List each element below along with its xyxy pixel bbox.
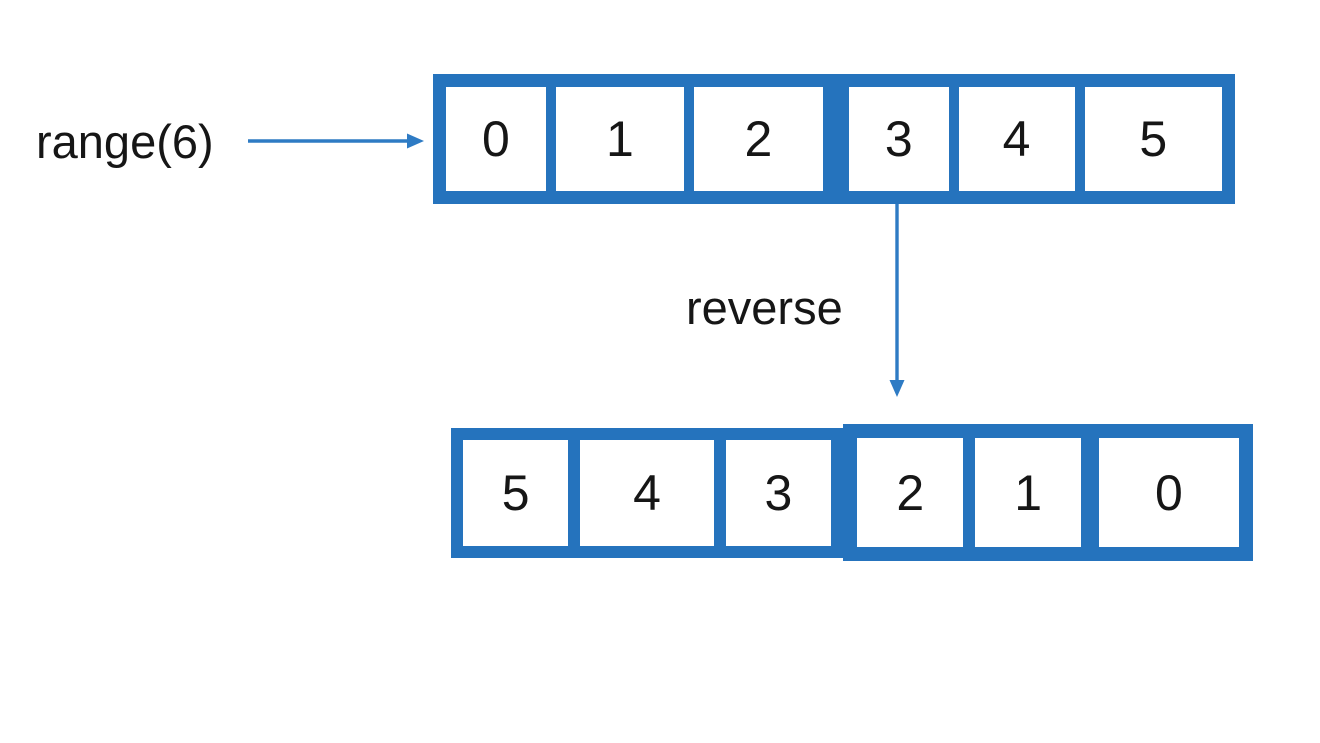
top-array-right-group: 3 4 5 — [836, 74, 1235, 204]
array-cell: 2 — [693, 87, 823, 191]
array-cell: 3 — [725, 440, 832, 546]
array-cell: 4 — [958, 87, 1075, 191]
bottom-array-right-group: 2 1 0 — [843, 424, 1253, 561]
array-cell: 0 — [1098, 438, 1239, 547]
array-cell: 1 — [975, 438, 1081, 547]
array-cell: 5 — [463, 440, 569, 546]
down-arrow-icon — [889, 204, 905, 397]
array-cell: 4 — [580, 440, 714, 546]
array-cell: 2 — [857, 438, 964, 547]
array-cell: 1 — [555, 87, 684, 191]
right-arrow-icon — [248, 133, 424, 149]
array-cell: 0 — [446, 87, 546, 191]
bottom-array-left-group: 5 4 3 — [451, 428, 843, 558]
reverse-label: reverse — [686, 281, 843, 334]
range-label: range(6) — [36, 115, 214, 168]
array-cell: 3 — [849, 87, 949, 191]
top-array-left-group: 0 1 2 — [433, 74, 836, 204]
array-cell: 5 — [1084, 87, 1222, 191]
